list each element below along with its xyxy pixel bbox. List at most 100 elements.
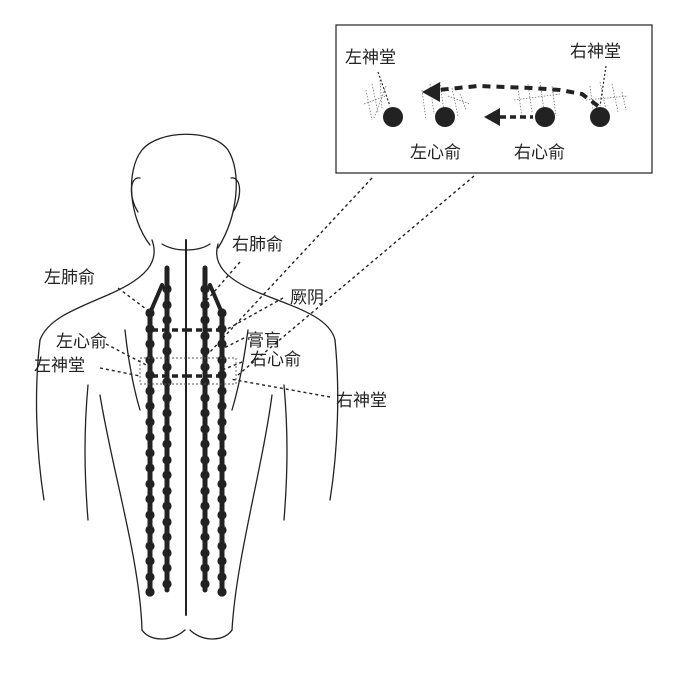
acupoint-dot (145, 479, 155, 489)
label-left-heart-shu: 左心俞 (56, 332, 107, 352)
acupoint-dot (217, 308, 227, 318)
acupoint-dot (162, 362, 172, 372)
acupoint-dot (200, 393, 210, 403)
acupoint-dot (162, 377, 172, 387)
acupoint-dot (162, 579, 172, 589)
inset-label-right-shentang: 右神堂 (570, 42, 621, 62)
acupoint-dot (145, 417, 155, 427)
right-neck (216, 243, 336, 341)
acupoint-dot (200, 331, 210, 341)
acupoint-dot (162, 408, 172, 418)
acupoint-dot (200, 346, 210, 356)
acupoint-dot (200, 408, 210, 418)
acupoint-dot (145, 587, 155, 597)
right-scapula (231, 329, 249, 411)
left-arm-outer (35, 339, 45, 501)
leader-left-heart-shu (105, 343, 153, 369)
acupoint-dot (217, 386, 227, 396)
acupoint-dot (162, 284, 172, 294)
acupoint-dot (145, 401, 155, 411)
acupoint-dot (200, 300, 210, 310)
acupoint-dot (162, 470, 172, 480)
acupoint-dots (145, 284, 227, 597)
acupoint-dot (162, 501, 172, 511)
acupoint-dot (145, 339, 155, 349)
inset-label-left-shentang: 左神堂 (345, 48, 396, 68)
acupoint-dot (145, 541, 155, 551)
acupoint-dot (162, 486, 172, 496)
inset-label-right-heart-shu: 右心俞 (514, 143, 565, 163)
acupoint-dot (200, 486, 210, 496)
right-buttock (189, 629, 233, 640)
acupoint-dot (200, 470, 210, 480)
acupoint-dot (145, 448, 155, 458)
target-row-box (139, 357, 237, 385)
acupoint-dot (162, 300, 172, 310)
acupoint-dot (200, 315, 210, 325)
acupoint-dot (217, 525, 227, 535)
acupoint-dot (217, 417, 227, 427)
inset-label-left-heart-shu: 左心俞 (410, 143, 461, 163)
acupoint-dot (162, 331, 172, 341)
leader-lines (99, 175, 475, 398)
label-right-shentang: 右神堂 (336, 391, 387, 411)
leader-left-lung-shu (117, 287, 151, 313)
acupoint-dot (217, 541, 227, 551)
left-arm-inner (84, 384, 89, 521)
acupoint-dot (162, 548, 172, 558)
leader-jueyin (221, 297, 284, 333)
right-arm-inner (283, 384, 288, 521)
acupoint-dot (200, 501, 210, 511)
left-torso-side (99, 394, 143, 631)
acupoint-dot (200, 517, 210, 527)
acupoint-dot (217, 587, 227, 597)
acupoint-dot (217, 448, 227, 458)
acupoint-dot (200, 455, 210, 465)
acupoint-dot (162, 439, 172, 449)
acupoint-dot (145, 572, 155, 582)
head-outline (130, 133, 237, 249)
acupoint-dot (200, 548, 210, 558)
spine-meridians (147, 239, 225, 616)
label-gaohuang: 膏肓 (247, 330, 281, 351)
acupoint-dot (145, 494, 155, 504)
acupoint-dot (145, 386, 155, 396)
acupoint-dot (217, 479, 227, 489)
inset-point-left-heart-shu (435, 107, 455, 127)
right-arm-outer (329, 339, 339, 501)
acupoint-dot (162, 517, 172, 527)
leader-inset-top (209, 177, 373, 353)
acupoint-dot (162, 346, 172, 356)
acupoint-dot (200, 284, 210, 294)
right-ear (230, 177, 241, 213)
acupoint-dot (200, 377, 210, 387)
acupoint-dot (217, 510, 227, 520)
label-left-lung-shu: 左肺俞 (44, 268, 95, 288)
horizontal-links (152, 328, 222, 378)
acupoint-dot (162, 424, 172, 434)
acupoint-dot (217, 355, 227, 365)
inset-point-right-shentang (590, 107, 610, 127)
label-left-shentang: 左神堂 (34, 356, 85, 376)
acupoint-dot (200, 579, 210, 589)
acupoint-dot (217, 463, 227, 473)
point-labels: 右肺俞 左肺俞 厥阴 左心俞 膏肓 左神堂 右心俞 右神堂 (34, 235, 387, 411)
acupoint-dot (200, 439, 210, 449)
right-splay (208, 283, 224, 315)
acupoint-dot (162, 455, 172, 465)
inset-detail: 左神堂 右神堂 左心俞 右心俞 (335, 24, 653, 174)
acupoint-dot (200, 362, 210, 372)
acupoint-dot (217, 556, 227, 566)
acupoint-dot (145, 432, 155, 442)
inset-arrow-top (422, 82, 440, 102)
acupoint-dot (162, 532, 172, 542)
inset-point-right-heart-shu (535, 107, 555, 127)
right-torso-side (231, 394, 273, 631)
acupoint-dot (217, 432, 227, 442)
inset-point-left-shentang (383, 107, 403, 127)
acupoint-dot (145, 525, 155, 535)
acupoint-dot (200, 563, 210, 573)
acupoint-dot (217, 401, 227, 411)
leader-gaohuang (223, 337, 245, 349)
inset-leaders (377, 65, 607, 107)
